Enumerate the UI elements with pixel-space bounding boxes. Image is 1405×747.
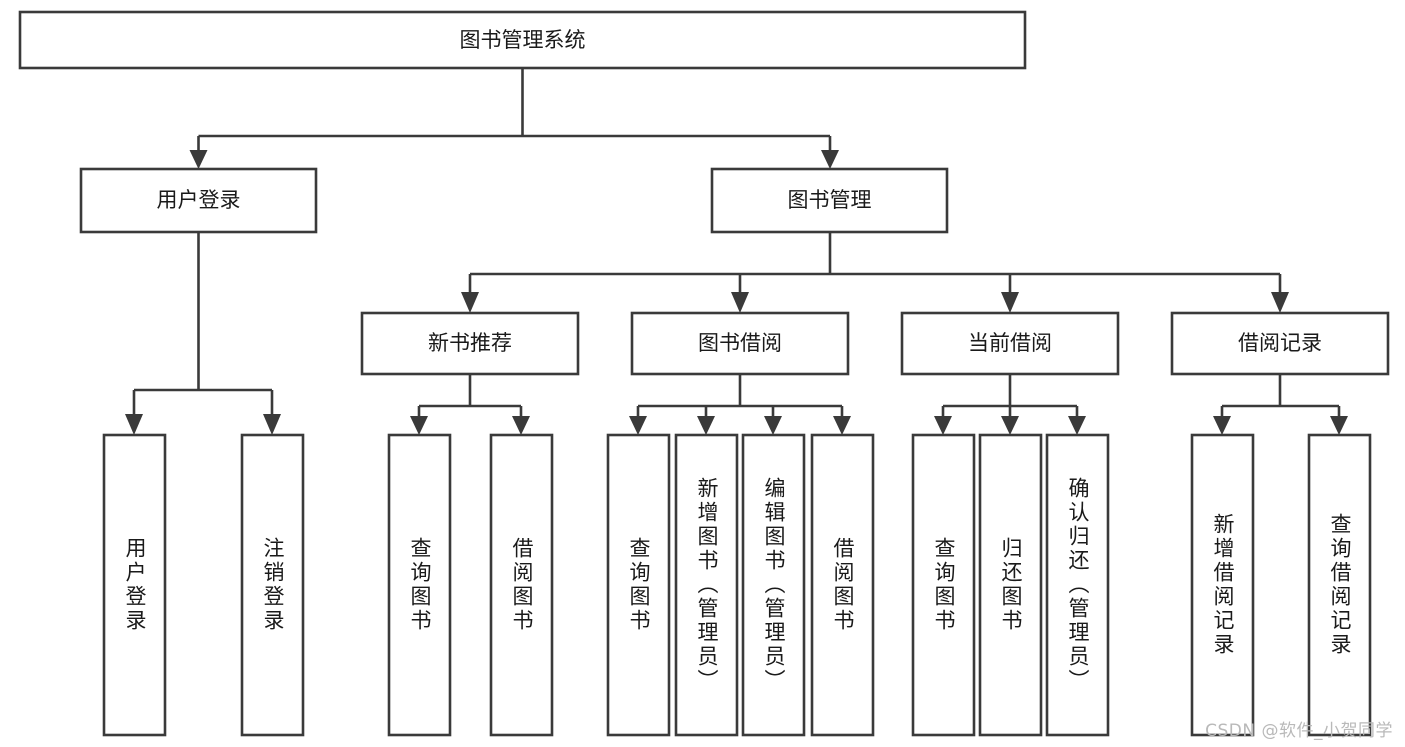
node-user-login[interactable] xyxy=(79,167,318,234)
arrow-head-book-borrow xyxy=(731,292,749,313)
node-book-borrow-label: 图书借阅 xyxy=(698,331,782,355)
arrow-head-book-mgmt xyxy=(821,150,839,169)
arrow-head-bb-leaf-4 xyxy=(833,416,851,435)
node-borrow-record-label: 借阅记录 xyxy=(1238,331,1322,355)
arrow-head-leaf-user-login xyxy=(125,414,143,435)
arrow-head-bb-leaf-2 xyxy=(697,416,715,435)
arrow-head-nb-leaf-2 xyxy=(512,416,530,435)
leaf-box-cb-return-book[interactable] xyxy=(978,433,1043,737)
leaf-box-nb-query-book[interactable] xyxy=(387,433,452,737)
leaf-box-bb-edit-book[interactable] xyxy=(741,433,806,737)
leaf-box-cb-query-book[interactable] xyxy=(911,433,976,737)
leaf-box-br-query-record[interactable] xyxy=(1307,433,1372,737)
watermark-text: CSDN @软件_小贺同学 xyxy=(1205,721,1393,741)
leaf-box-bb-add-book[interactable] xyxy=(674,433,739,737)
arrow-head-nb-leaf-1 xyxy=(410,416,428,435)
arrow-head-br-leaf-1 xyxy=(1213,416,1231,435)
arrow-head-bb-leaf-1 xyxy=(629,416,647,435)
node-book-borrow[interactable] xyxy=(630,311,850,376)
node-new-book-recommend[interactable] xyxy=(360,311,580,376)
node-root-system[interactable] xyxy=(18,10,1027,70)
arrow-head-br-leaf-2 xyxy=(1330,416,1348,435)
node-layer: 图书管理系统 用户登录 图书管理 新书推荐 图书借阅 当前借阅 借阅记录 xyxy=(18,10,1390,737)
leaf-box-user-login-query[interactable] xyxy=(102,433,167,737)
arrow-head-user-login xyxy=(189,150,208,169)
connector-layer xyxy=(125,68,1348,435)
arrow-head-cb-leaf-1 xyxy=(934,416,952,435)
leaf-box-br-add-record[interactable] xyxy=(1190,433,1255,737)
arrow-head-current-borrow xyxy=(1001,292,1019,313)
node-user-login-label: 用户登录 xyxy=(157,188,241,212)
leaf-box-cb-confirm-return[interactable] xyxy=(1045,433,1110,737)
node-current-borrow-label: 当前借阅 xyxy=(968,331,1052,355)
arrow-head-bb-leaf-3 xyxy=(764,416,782,435)
arrow-head-new-book xyxy=(461,292,479,313)
node-root-system-label: 图书管理系统 xyxy=(460,28,586,52)
node-book-management-label: 图书管理 xyxy=(788,188,872,212)
arrow-head-borrow-record xyxy=(1271,292,1289,313)
arrow-head-leaf-logout xyxy=(263,414,281,435)
arrow-head-cb-leaf-3 xyxy=(1068,416,1086,435)
node-borrow-record[interactable] xyxy=(1170,311,1390,376)
node-current-borrow[interactable] xyxy=(900,311,1120,376)
leaf-box-user-logout[interactable] xyxy=(240,433,305,737)
leaf-box-bb-query-book[interactable] xyxy=(606,433,671,737)
arrow-head-cb-leaf-2 xyxy=(1001,416,1019,435)
node-new-book-recommend-label: 新书推荐 xyxy=(428,331,512,355)
leaf-box-nb-borrow-book[interactable] xyxy=(489,433,554,737)
node-book-management[interactable] xyxy=(710,167,949,234)
leaf-box-bb-borrow-book[interactable] xyxy=(810,433,875,737)
